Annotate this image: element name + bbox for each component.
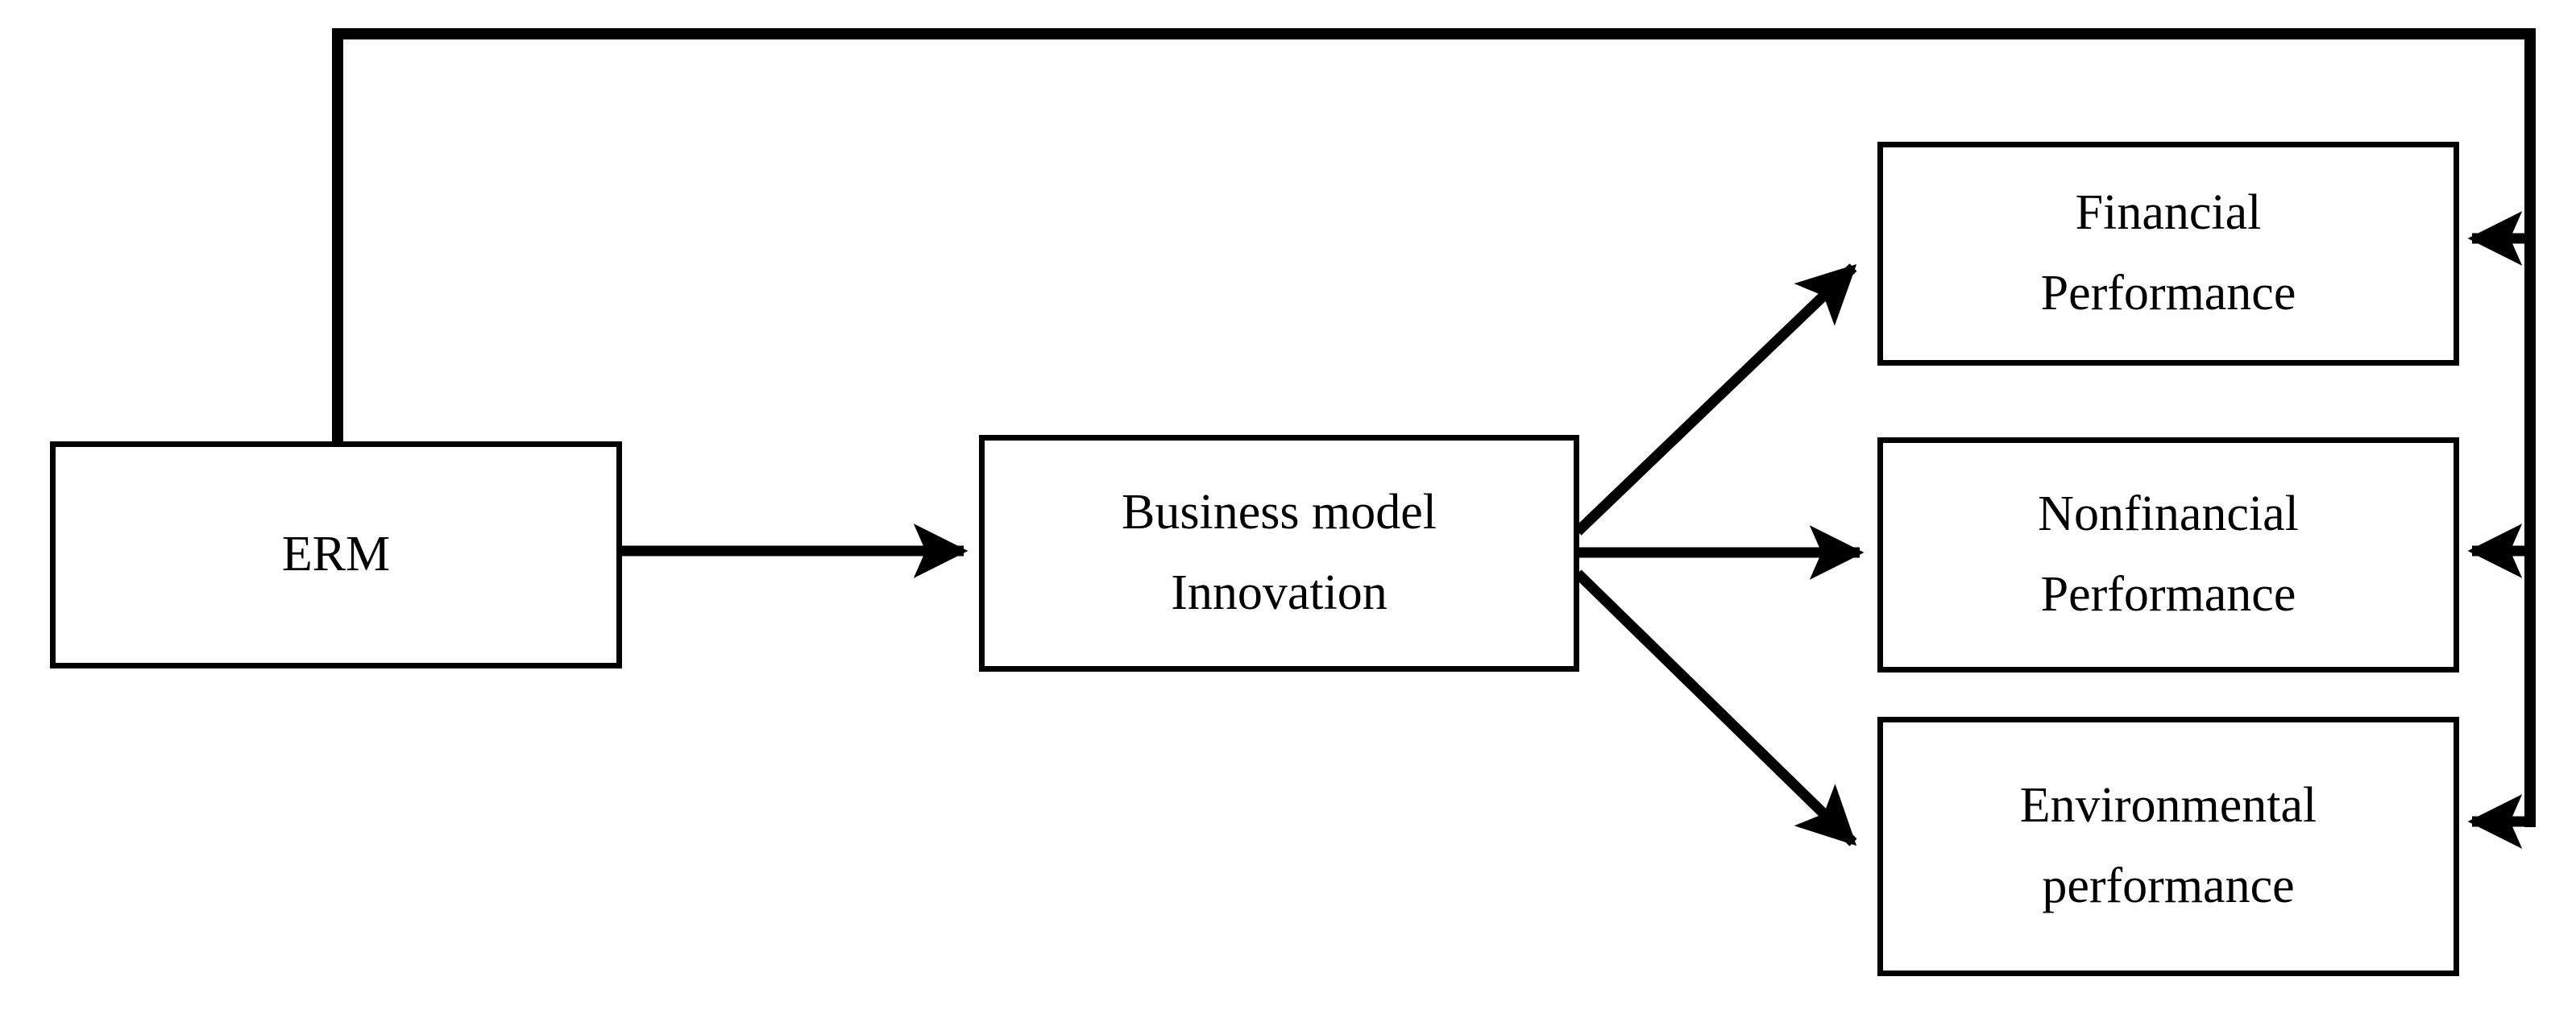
node-financial-performance-label-line1: Financial [2075,185,2262,241]
edge-bmi-to-environmental [1574,569,1857,846]
edge-bmi-to-financial [1574,263,1857,536]
node-environmental-performance[interactable]: Environmental performance [1877,717,2459,976]
node-nonfinancial-performance[interactable]: Nonfinancial Performance [1877,437,2459,673]
node-business-model-innovation-label-line2: Innovation [1171,565,1388,620]
node-erm[interactable]: ERM [50,441,622,668]
node-business-model-innovation[interactable]: Business model Innovation [979,435,1579,672]
node-business-model-innovation-label-line1: Business model [1122,485,1437,540]
node-environmental-performance-label-line1: Environmental [2019,778,2317,834]
node-environmental-performance-label-line2: performance [2042,859,2295,913]
node-financial-performance-label-line2: Performance [2040,266,2296,321]
node-financial-performance[interactable]: Financial Performance [1877,142,2459,366]
node-nonfinancial-performance-label-line2: Performance [2040,567,2296,622]
edge-erm-direct-bus [332,28,2536,827]
node-nonfinancial-performance-label-line1: Nonfinancial [2038,486,2299,542]
node-erm-label: ERM [281,527,391,582]
